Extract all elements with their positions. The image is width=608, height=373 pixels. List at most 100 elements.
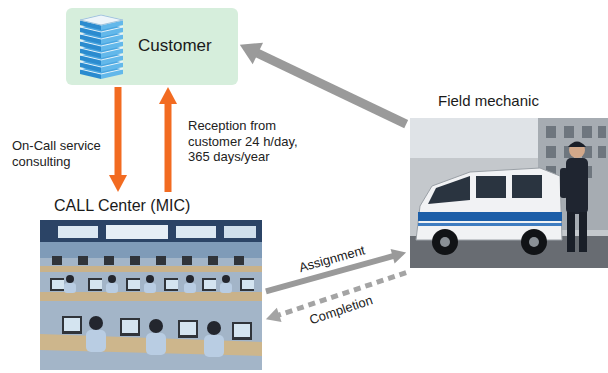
call-center-photo xyxy=(40,266,262,272)
call-center-photo xyxy=(122,320,138,333)
customer-box: Customer xyxy=(66,8,238,85)
call-center-photo xyxy=(240,278,254,291)
node-label: Field mechanic xyxy=(438,92,539,110)
field-mechanic-photo xyxy=(529,237,539,247)
arrow-head xyxy=(240,43,263,65)
flow-arrow xyxy=(109,87,127,192)
field-mechanic-photo xyxy=(418,223,562,226)
field-mechanic-photo xyxy=(598,146,606,158)
node-label: CALL Center (MIC) xyxy=(54,196,190,215)
call-center-photo xyxy=(220,283,232,293)
call-center-photo xyxy=(164,278,178,291)
call-center-photo xyxy=(106,225,168,239)
call-center-photo xyxy=(126,278,140,291)
field-mechanic-photo xyxy=(521,229,547,255)
call-center-photo xyxy=(66,275,74,283)
call-center-photo xyxy=(108,275,116,283)
field-mechanic-photo xyxy=(582,126,592,138)
call-center-photo xyxy=(204,335,224,357)
call-center-photo xyxy=(242,280,254,289)
edge-label: Reception from customer 24 h/day, 365 da… xyxy=(188,118,314,165)
call-center-photo xyxy=(149,319,163,333)
call-center-photo xyxy=(234,324,250,337)
call-center-photo xyxy=(204,280,216,289)
flow-arrow xyxy=(159,87,177,192)
building-icon xyxy=(80,15,123,79)
call-center-photo xyxy=(222,275,230,283)
building-icon xyxy=(80,15,123,30)
arrow-shaft xyxy=(165,101,172,192)
call-center-photo xyxy=(40,334,262,356)
call-center-photo xyxy=(50,256,254,340)
call-center-photo xyxy=(130,256,140,265)
call-center-photo xyxy=(52,280,64,289)
field-mechanic-photo xyxy=(432,229,458,255)
edge-label: Assignment xyxy=(297,242,367,275)
field-mechanic-photo xyxy=(546,146,556,158)
field-mechanic-photo xyxy=(546,126,556,138)
call-center-photo xyxy=(40,242,262,258)
flow-arrow xyxy=(240,43,406,125)
field-mechanic-photo xyxy=(418,212,562,221)
call-center-photo xyxy=(146,333,166,355)
call-center-photo xyxy=(86,330,106,352)
call-center-photo xyxy=(58,226,98,238)
call-center-photo xyxy=(66,275,230,335)
box-background xyxy=(66,8,238,85)
field-mechanic-photo xyxy=(566,158,588,214)
edge-label: On-Call service consulting xyxy=(12,138,110,169)
field-mechanic-photo xyxy=(410,118,540,158)
call-center-photo xyxy=(40,258,262,370)
call-center-photo xyxy=(106,283,118,293)
call-center-node: CALL Center (MIC) xyxy=(38,194,264,371)
field-mechanic-photo xyxy=(579,212,587,252)
call-center-photo xyxy=(156,256,166,265)
call-center-photo xyxy=(64,318,80,331)
box-background xyxy=(66,8,238,85)
call-center-photo xyxy=(176,226,216,238)
call-center-photo xyxy=(89,316,103,330)
call-center-photo xyxy=(64,283,232,357)
call-center-photo xyxy=(166,280,178,289)
building-icon xyxy=(80,15,123,25)
field-mechanic-photo xyxy=(428,176,470,204)
field-mechanic-photo xyxy=(560,168,568,198)
call-center-photo xyxy=(120,318,140,336)
arrow-head xyxy=(266,308,282,322)
call-center-photo xyxy=(234,256,244,265)
field-mechanic-photo xyxy=(567,212,575,252)
call-center-photo xyxy=(52,280,254,337)
call-center-photo xyxy=(146,275,154,283)
arrow-head xyxy=(109,175,127,192)
call-center-photo xyxy=(90,280,102,289)
call-center-photo xyxy=(52,256,62,265)
call-center-photo xyxy=(184,283,196,293)
field-mechanic-photo xyxy=(568,142,586,148)
call-center-photo xyxy=(88,278,102,291)
call-center-photo xyxy=(182,256,192,265)
arrow-head xyxy=(391,249,406,263)
field-mechanic-photo xyxy=(512,175,542,198)
call-center-photo xyxy=(186,275,194,283)
call-center-photo xyxy=(208,256,218,265)
arrow-shaft xyxy=(115,87,122,178)
call-center-photo xyxy=(232,322,252,340)
call-center-photo xyxy=(128,280,140,289)
call-center-photo xyxy=(40,220,262,370)
call-center-photo xyxy=(50,278,64,291)
call-center-photo xyxy=(144,283,156,293)
call-center-photo xyxy=(64,283,76,293)
edge-label: Completion xyxy=(307,292,374,328)
node-label: Customer xyxy=(138,36,212,56)
arrow-shaft xyxy=(255,52,406,124)
call-center-photo xyxy=(202,278,216,291)
call-center-photo xyxy=(180,322,196,335)
field-mechanic-photo xyxy=(569,142,585,158)
call-center-photo xyxy=(40,220,262,370)
field-mechanic-photo xyxy=(416,168,562,240)
call-center-photo xyxy=(78,256,88,265)
